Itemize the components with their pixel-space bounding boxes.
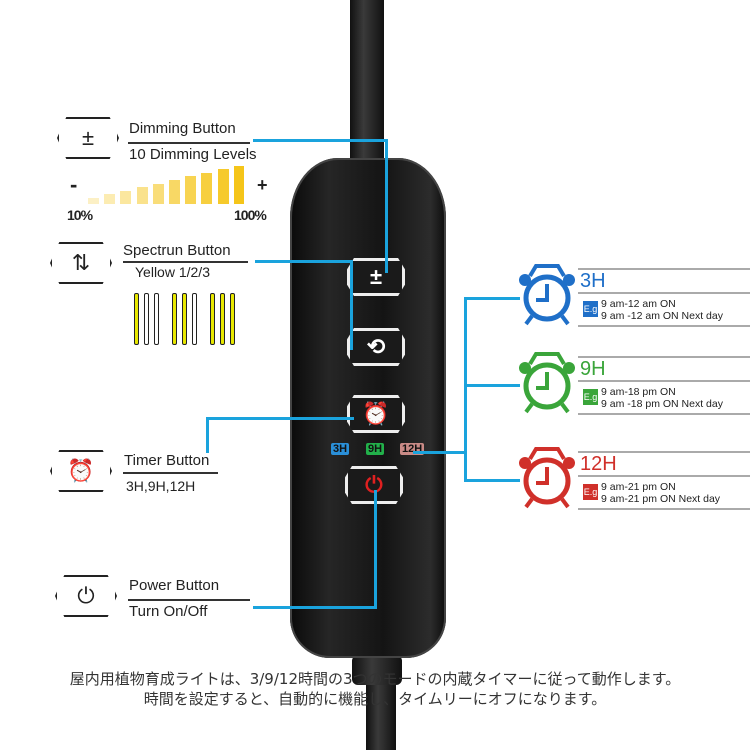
leader-modes-v bbox=[464, 297, 467, 482]
divider bbox=[578, 268, 750, 270]
leader-3h bbox=[464, 297, 520, 300]
example-line-1: 9 am-12 am ON bbox=[601, 298, 676, 310]
dimming-level-bar bbox=[233, 165, 244, 204]
spectrum-bar bbox=[220, 293, 225, 345]
timer-subtitle: 3H,9H,12H bbox=[126, 478, 196, 494]
mode-label: 9H bbox=[580, 358, 606, 380]
dimming-level-bar bbox=[185, 176, 197, 204]
spectrum-button[interactable]: ⟲ bbox=[347, 328, 405, 366]
spectrum-subtitle: Yellow 1/2/3 bbox=[135, 264, 210, 280]
dimming-level-bar bbox=[152, 183, 164, 204]
indicator-3h: 3H bbox=[331, 443, 350, 455]
cable-bottom bbox=[366, 680, 396, 750]
alarm-clock-icon bbox=[519, 447, 575, 509]
cycle-arrows-icon: ⇅ bbox=[50, 242, 112, 284]
spectrum-bar bbox=[230, 293, 235, 345]
power-subtitle: Turn On/Off bbox=[129, 603, 208, 620]
power-button[interactable]: ⏻ bbox=[345, 466, 403, 504]
divider bbox=[128, 599, 250, 601]
cable-collar bbox=[352, 655, 402, 685]
dimming-level-bar bbox=[217, 169, 229, 204]
divider bbox=[578, 413, 750, 415]
leader-9h bbox=[464, 384, 520, 387]
example-line-1: 9 am-18 pm ON bbox=[601, 386, 676, 398]
divider bbox=[578, 451, 750, 453]
spectrum-bar bbox=[144, 293, 149, 345]
alarm-clock-icon bbox=[519, 264, 575, 326]
caption-line-1: 屋内用植物育成ライトは、3/9/12時間の3つのモードの内蔵タイマーに従って動作… bbox=[69, 670, 681, 688]
alarm-clock-icon bbox=[519, 352, 575, 414]
divider bbox=[578, 508, 750, 510]
plus-minus-icon: ± bbox=[369, 264, 383, 289]
power-icon: ⏻ bbox=[365, 472, 383, 497]
example-line-2: 9 am-21 pm ON Next day bbox=[601, 493, 721, 505]
leader-dimming-v bbox=[385, 139, 388, 273]
timer-title: Timer Button bbox=[124, 452, 210, 469]
spectrum-bar bbox=[192, 293, 197, 345]
min-level-label: 10% bbox=[67, 207, 93, 223]
spectrum-bar bbox=[154, 293, 159, 345]
divider bbox=[578, 356, 750, 358]
spectrum-title: Spectrun Button bbox=[123, 242, 231, 259]
dimming-level-bar bbox=[104, 194, 116, 204]
leader-power bbox=[253, 606, 377, 609]
divider bbox=[578, 292, 750, 294]
example-line-1: 9 am-21 pm ON bbox=[601, 481, 676, 493]
leader-timer bbox=[206, 417, 354, 420]
timer-button[interactable]: ⏰ bbox=[347, 395, 405, 433]
leader-dimming bbox=[253, 139, 387, 142]
cable-top bbox=[350, 0, 384, 170]
indicator-9h: 9H bbox=[366, 443, 385, 455]
leader-modes bbox=[413, 451, 467, 454]
leader-spectrum-v bbox=[350, 260, 353, 350]
power-title: Power Button bbox=[129, 577, 220, 594]
alarm-clock-icon: ⏰ bbox=[50, 450, 112, 492]
leader-spectrum bbox=[255, 260, 353, 263]
caption-line-2: 時間を設定すると、自動的に機能し、タイムリーにオフになります。 bbox=[143, 690, 607, 708]
alarm-clock-icon: ⏰ bbox=[362, 401, 390, 426]
spectrum-bar bbox=[210, 293, 215, 345]
example-line-2: 9 am -18 pm ON Next day bbox=[601, 398, 723, 410]
max-level-label: 100% bbox=[234, 207, 267, 223]
divider bbox=[578, 475, 750, 477]
divider bbox=[123, 261, 248, 263]
mode-label: 3H bbox=[580, 270, 606, 292]
dimming-level-bar bbox=[120, 190, 132, 204]
dimming-subtitle: 10 Dimming Levels bbox=[129, 146, 257, 163]
dimming-title: Dimming Button bbox=[129, 120, 236, 137]
spectrum-bar bbox=[182, 293, 187, 345]
dimming-level-bar bbox=[136, 187, 148, 204]
mode-label: 12H bbox=[580, 453, 617, 475]
divider bbox=[123, 472, 218, 474]
example-line-2: 9 am -12 am ON Next day bbox=[601, 310, 723, 322]
example-badge: E.g bbox=[583, 484, 598, 500]
dimming-level-bar bbox=[88, 198, 99, 204]
example-badge: E.g bbox=[583, 389, 598, 405]
leader-12h bbox=[464, 479, 520, 482]
divider bbox=[128, 142, 250, 144]
divider bbox=[578, 325, 750, 327]
minus-sign: - bbox=[70, 172, 78, 197]
spectrum-bar bbox=[172, 293, 177, 345]
spectrum-bar bbox=[134, 293, 139, 345]
leader-timer-v bbox=[206, 417, 209, 453]
cycle-arrows-icon: ⟲ bbox=[366, 334, 386, 359]
divider bbox=[578, 380, 750, 382]
example-badge: E.g bbox=[583, 301, 598, 317]
plus-sign: + bbox=[257, 175, 268, 195]
dimming-level-bar bbox=[169, 180, 180, 204]
plus-minus-icon: ± bbox=[57, 117, 119, 159]
dimming-button[interactable]: ± bbox=[347, 258, 405, 296]
power-icon: ⏻ bbox=[55, 575, 117, 617]
leader-power-v bbox=[374, 490, 377, 609]
dimming-level-bar bbox=[201, 172, 213, 204]
